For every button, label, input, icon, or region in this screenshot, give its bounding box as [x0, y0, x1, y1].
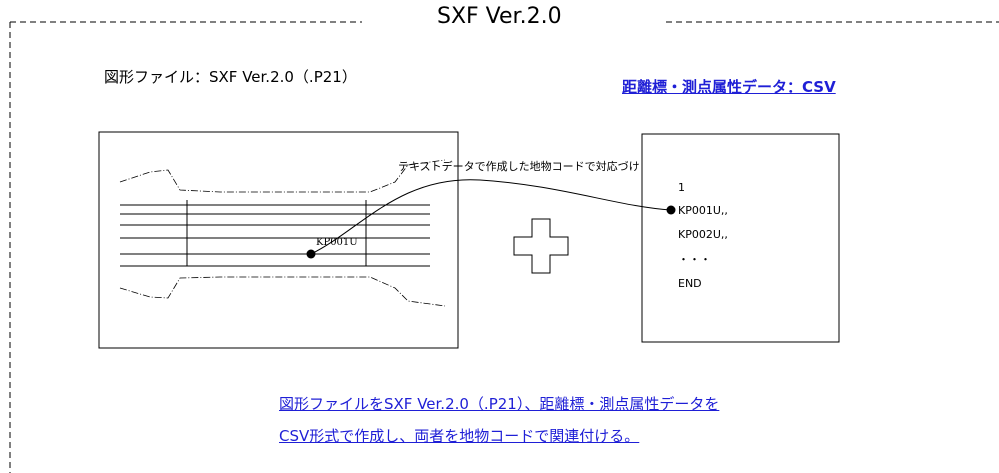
road-boundary [119, 159, 446, 307]
csv-file-link[interactable]: 距離標・測点属性データ：CSV [622, 78, 836, 96]
road-lines [120, 200, 430, 267]
csv-line: ・・・ [678, 253, 711, 266]
csv-box [641, 133, 840, 343]
drawing-box [98, 131, 459, 349]
description-line[interactable]: CSV形式で作成し、両者を地物コードで関連付ける。 [279, 427, 640, 445]
plus-icon [513, 218, 569, 274]
mapping-note: テキストデータで作成した地物コードで対応づけ [398, 160, 640, 173]
csv-line: KP002U,, [678, 228, 728, 241]
dashed-frame [9, 21, 999, 473]
page-title: SXF Ver.2.0 [437, 4, 562, 29]
csv-line: 1 [678, 181, 685, 194]
kp-point-marker [306, 249, 316, 259]
kp-label: KP001U [316, 237, 358, 248]
figure-file-label: 図形ファイル：SXF Ver.2.0（.P21） [104, 68, 357, 86]
description-line[interactable]: 図形ファイルをSXF Ver.2.0（.P21）、距離標・測点属性データを [279, 395, 720, 413]
csv-line: KP001U,, [678, 204, 728, 217]
csv-point-marker [666, 205, 676, 215]
mapping-connector [310, 179, 672, 255]
csv-line: END [678, 277, 702, 290]
